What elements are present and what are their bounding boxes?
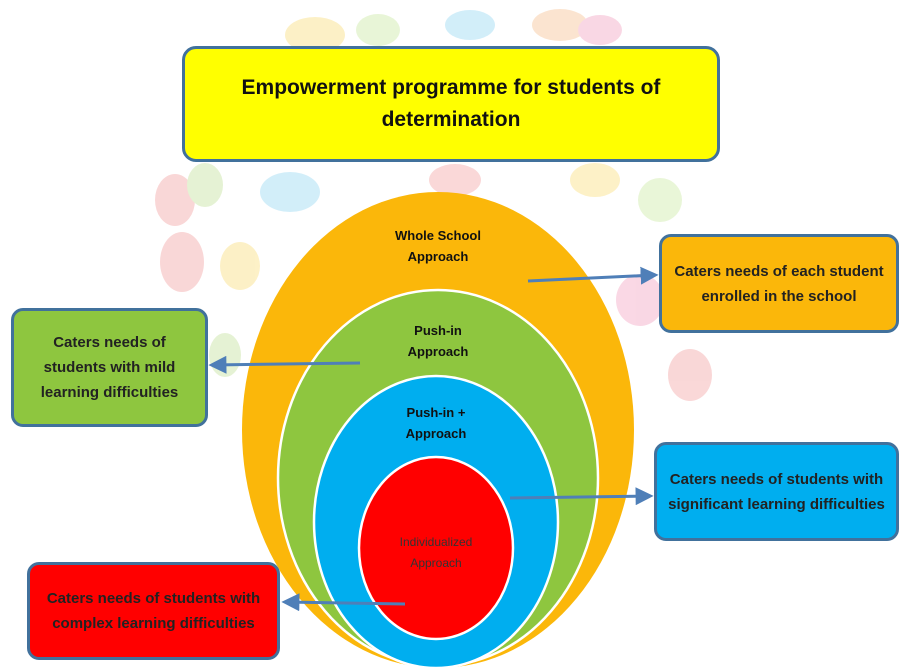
callout-complex-difficulties: Caters needs of students with complex le… xyxy=(27,562,280,660)
ring-label-individualized: Individualized Approach xyxy=(399,535,473,570)
arrow-pushin-to-callout xyxy=(208,355,361,374)
ring-label-push-in: Push-in Approach xyxy=(407,323,469,359)
callout-significant-difficulties: Caters needs of students with significan… xyxy=(654,442,899,541)
arrow-whole-to-callout xyxy=(527,266,659,285)
ring-label-whole-school: Whole School Approach xyxy=(395,228,481,264)
callout-whole-school: Caters needs of each student enrolled in… xyxy=(659,234,899,333)
callout-mild-difficulties: Caters needs of students with mild learn… xyxy=(11,308,208,427)
handprint-background xyxy=(155,9,712,401)
ring-individualized xyxy=(357,455,515,641)
diagram-title-box: Empowerment programme for students of de… xyxy=(182,46,720,162)
arrow-pushinplus-to-callout xyxy=(509,487,654,506)
ring-label-push-in-plus: Push-in + Approach xyxy=(405,405,467,441)
arrow-individual-to-callout xyxy=(281,593,406,612)
diagram-title: Empowerment programme for students of de… xyxy=(241,76,661,131)
